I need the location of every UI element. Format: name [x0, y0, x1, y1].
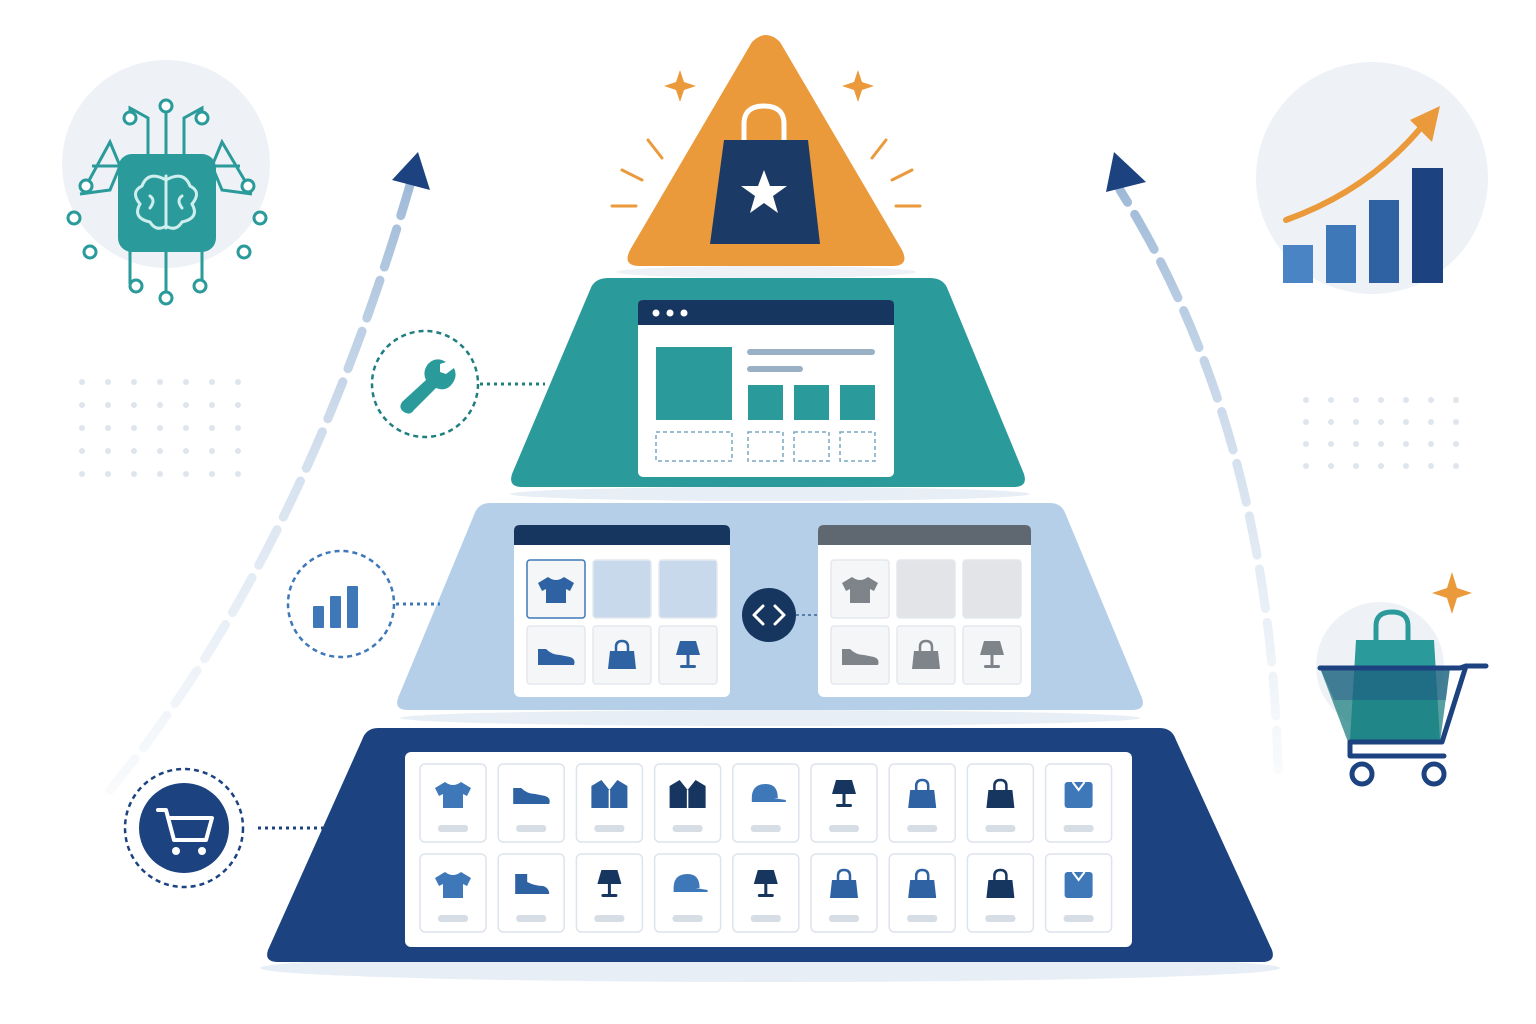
growth-arrow-left [105, 152, 430, 795]
shopping-bag-star-icon [710, 103, 820, 244]
lamp-icon [832, 780, 856, 807]
jacket-icon [669, 780, 706, 808]
catalog-item [653, 763, 722, 843]
lamp-icon [597, 870, 622, 897]
shopping-bag-cart-icon [1316, 572, 1489, 787]
shoe-icon [842, 649, 879, 665]
pyramid-tier-2 [510, 278, 1030, 501]
cap-icon [673, 874, 708, 892]
catalog-item [497, 763, 565, 843]
handbag-icon [908, 868, 937, 898]
pyramid-base-tier [260, 728, 1280, 982]
jacket-icon [591, 780, 628, 808]
catalog-item [1044, 763, 1113, 843]
storefront-layout-icon [638, 300, 894, 477]
catalog-item [966, 853, 1035, 933]
shopping-cart-icon [123, 767, 245, 889]
product-grid-panel-left [514, 525, 730, 697]
catalog-item [575, 853, 644, 933]
catalog-item [575, 763, 644, 843]
product-grid-panel-right [818, 525, 1031, 697]
product-tile [592, 625, 652, 685]
tshirt-icon [538, 577, 574, 603]
boot-icon [515, 874, 550, 894]
tshirt-icon [435, 872, 471, 898]
growth-arrow-right [1106, 152, 1283, 775]
catalog-item [810, 763, 878, 843]
product-tile [830, 559, 890, 619]
tshirt-icon [435, 782, 471, 808]
pyramid-top-tier [610, 35, 922, 278]
sparkle-icon [1432, 572, 1472, 614]
lamp-icon [980, 641, 1004, 668]
lamp-icon [676, 641, 700, 668]
shoe-icon [538, 649, 575, 665]
product-placeholder [896, 559, 956, 619]
handbag-icon [830, 868, 858, 898]
catalog-item [888, 853, 956, 933]
product-placeholder [592, 559, 652, 619]
product-tile [830, 625, 890, 685]
tshirt-icon [842, 577, 878, 603]
bar-chart-icon [286, 549, 396, 659]
highlight-rays [610, 138, 922, 208]
handbag-icon [912, 639, 940, 669]
sparkle-icon [842, 70, 874, 102]
shoe-icon [513, 788, 550, 804]
wrench-icon [370, 329, 480, 439]
catalog-item [888, 763, 956, 843]
catalog-item [1044, 853, 1113, 933]
catalog-item [653, 853, 722, 933]
handbag-icon [986, 778, 1015, 808]
lamp-icon [753, 870, 778, 897]
decorative-dot-grid-right [1303, 397, 1459, 469]
product-catalog-grid [419, 763, 1113, 933]
pyramid-tier-3 [397, 503, 1143, 726]
handbag-icon [986, 868, 1015, 898]
product-tile [526, 559, 586, 619]
catalog-item [810, 853, 878, 933]
cap-icon [751, 784, 786, 802]
catalog-item [419, 853, 487, 933]
catalog-item [497, 853, 565, 933]
ai-brain-chip-icon [62, 60, 270, 306]
product-placeholder [962, 559, 1022, 619]
handbag-icon [608, 639, 636, 669]
shirt-folded-icon [1064, 781, 1093, 808]
product-tile [658, 625, 718, 685]
catalog-item [732, 763, 800, 843]
product-tile [896, 625, 956, 685]
shirt-folded-icon [1064, 871, 1093, 898]
sparkle-icon [664, 70, 696, 102]
product-tile [962, 625, 1022, 685]
product-tile [526, 625, 586, 685]
handbag-icon [908, 778, 937, 808]
product-placeholder [658, 559, 718, 619]
catalog-item [419, 763, 487, 843]
decorative-dot-grid-left [79, 379, 241, 477]
growth-chart-icon [1256, 62, 1488, 294]
catalog-item [732, 853, 800, 933]
catalog-item [966, 763, 1035, 843]
code-brackets-icon [742, 588, 796, 642]
